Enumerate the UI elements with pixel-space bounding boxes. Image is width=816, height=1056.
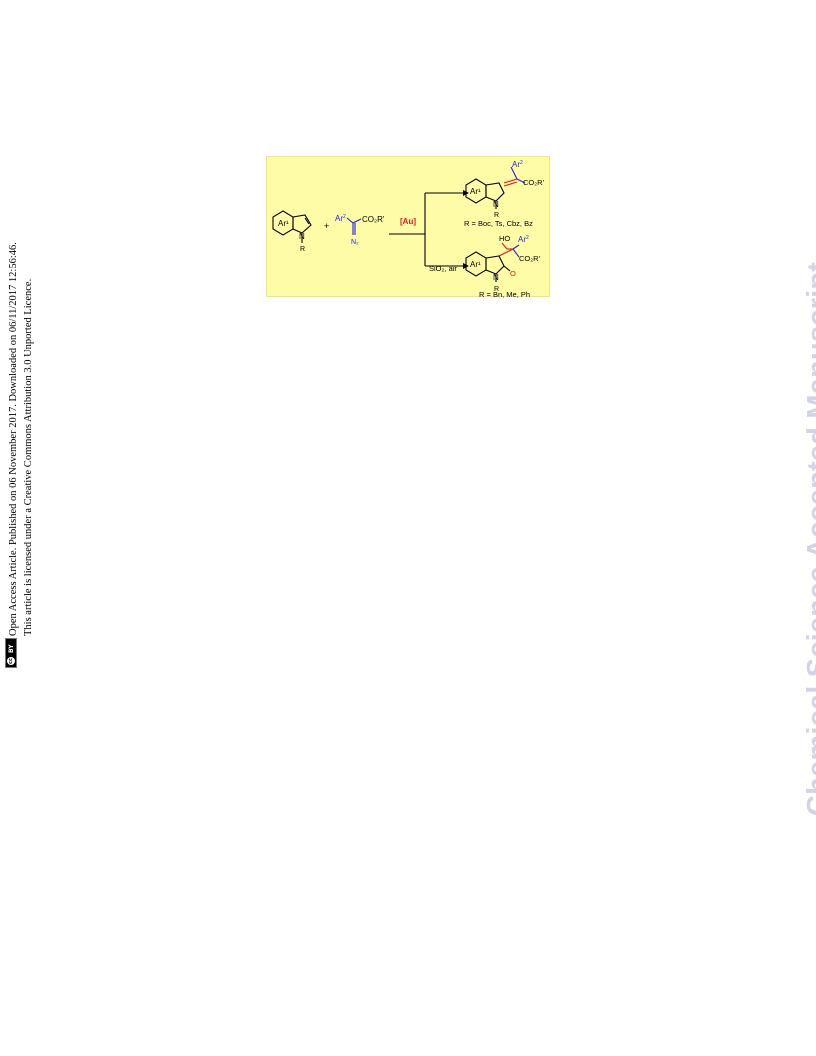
product2-r-label: R xyxy=(494,286,499,293)
product2-ring-label: Ar¹ xyxy=(470,260,481,269)
product2-ester-label: CO₂R' xyxy=(519,254,541,263)
product2-structure xyxy=(465,251,511,282)
product1-ring-label: Ar¹ xyxy=(470,187,481,196)
product2-r-list: R = Bn, Me, Ph xyxy=(479,290,530,298)
indole-reactant xyxy=(272,210,312,243)
product2-oxo-label: O xyxy=(510,269,516,278)
license-line[interactable]: This article is licensed under a Creativ… xyxy=(23,278,34,636)
cc-logo-icon: cc xyxy=(6,656,16,666)
journal-watermark: Chemical Science Accepted Manuscript xyxy=(802,261,816,816)
publication-line: Open Access Article. Published on 06 Nov… xyxy=(8,242,19,636)
reactant1-r-label: R xyxy=(300,246,305,253)
gold-catalyst-label: [Au] xyxy=(400,217,416,226)
scheme-drawing: Ar¹ N R + Ar2 CO₂R' N₂ [Au] SiO₂, air Ar… xyxy=(272,160,545,298)
reaction-scheme: Ar¹ N R + Ar2 CO₂R' N₂ [Au] SiO₂, air Ar… xyxy=(266,156,550,298)
plus-sign: + xyxy=(324,221,329,231)
reactant2-ester-label: CO₂R' xyxy=(362,215,385,224)
product1-n-label: N xyxy=(493,200,499,209)
product1-ester-label: CO₂R' xyxy=(523,178,545,187)
open-access-notice: cc BY Open Access Article. Published on … xyxy=(5,208,41,668)
reactant1-ring-label: Ar¹ xyxy=(278,219,289,228)
product1-r-label: R xyxy=(494,212,499,219)
product1-ar-label: Ar2 xyxy=(512,160,523,169)
product1-r-list: R = Boc, Ts, Cbz, Bz xyxy=(464,219,533,228)
reactant2-diazo-label: N₂ xyxy=(351,239,359,246)
product2-ho-label: HO xyxy=(499,234,510,243)
reactant2-ar-label: Ar2 xyxy=(335,214,346,223)
product2-n-label: N xyxy=(493,273,499,282)
silica-air-condition: SiO₂, air xyxy=(429,264,457,273)
cc-by-license-badge[interactable]: cc BY xyxy=(5,638,17,668)
reactant1-n-label: N xyxy=(299,232,305,241)
by-label: BY xyxy=(8,644,15,653)
product2-ar-label: Ar2 xyxy=(518,235,529,244)
product1-structure xyxy=(465,178,505,209)
